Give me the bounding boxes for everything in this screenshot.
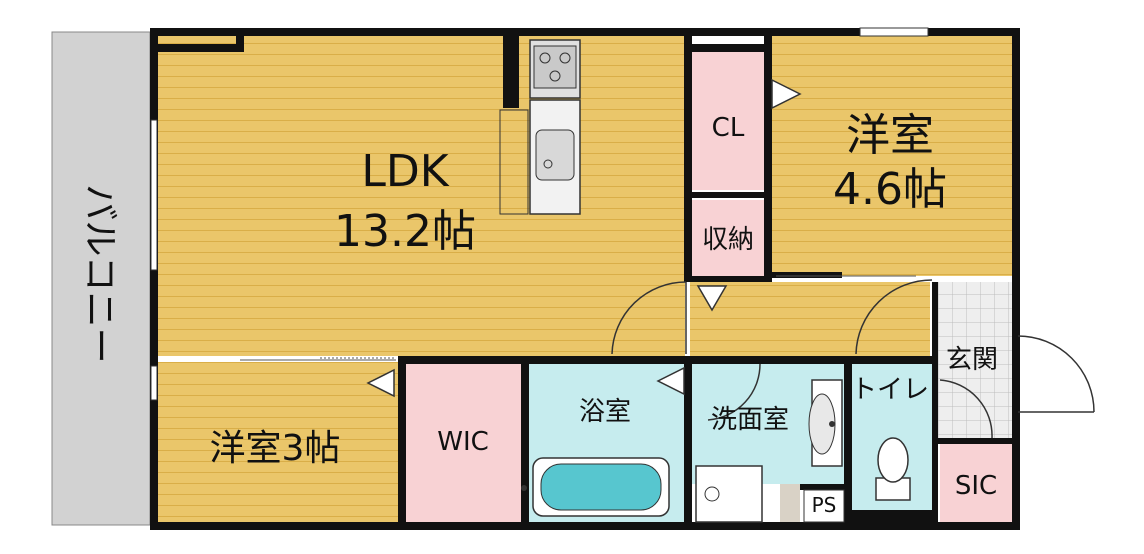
balcony-label: バルコニー [79,184,120,363]
entrance-floor [937,282,1012,442]
doors [611,279,1095,439]
washbasin [808,379,843,467]
toilet-icon [877,437,909,483]
windows [150,27,929,401]
washroom-label: 洗面室 [711,405,789,435]
sink-icon [535,129,575,181]
sic-label: SIC [955,471,997,501]
entrance-label: 玄関 [946,345,998,375]
storage-floor [692,200,764,276]
wic-label: WIC [437,427,489,457]
stove-icon [533,45,577,89]
western-room-size-label: 4.6帖 [833,164,947,215]
closet-label: CL [712,113,745,143]
ldk-floor [155,36,685,356]
ps-box [803,489,845,523]
walls [150,28,1020,530]
washing-machine [695,465,763,523]
wic-floor [405,364,523,522]
western-small-label: 洋室3帖 [210,428,341,469]
balcony-area [51,31,151,526]
bathtub-icon [540,463,662,511]
toilet [875,437,911,501]
closet-floor [692,52,764,190]
western-room-label: 洋室 [846,110,934,161]
western-room-floor [770,36,1015,276]
ldk-label: LDK [361,146,449,197]
storage-label: 収納 [702,225,754,255]
sliding-doors [240,275,916,361]
hallway-floor [690,282,930,356]
sic-floor [940,444,1012,522]
washing-machine-icon [704,486,720,502]
bathtub [521,457,670,517]
bath-label: 浴室 [579,397,631,427]
ps-label: PS [812,493,837,517]
ldk-size-label: 13.2帖 [334,206,476,257]
kitchen-counter-floor [499,109,529,215]
toilet-label: トイレ [851,375,929,405]
western-small-floor [155,362,398,522]
kitchen [529,39,581,215]
door-markers [366,78,802,398]
